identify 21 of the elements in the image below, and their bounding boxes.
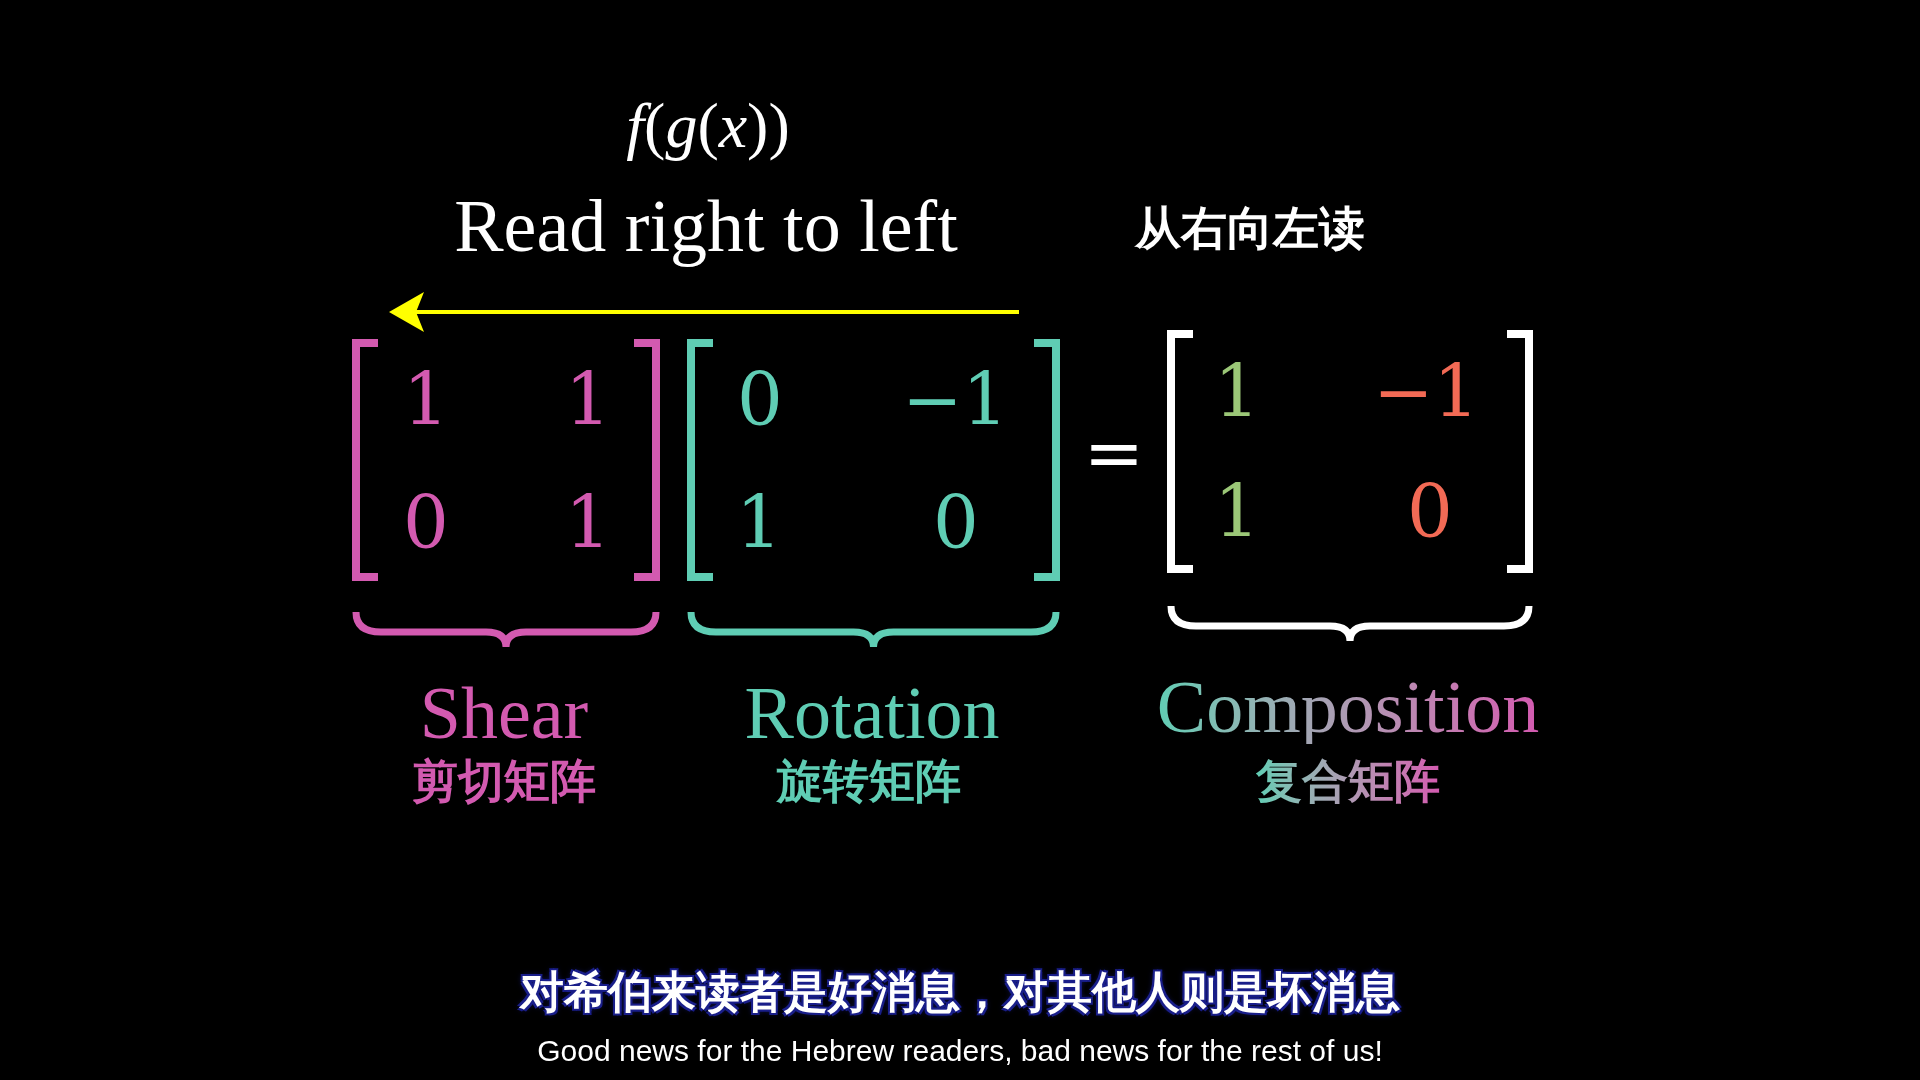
matrix-entry: 1 — [736, 487, 782, 559]
subtitle-text: 对希伯来读者是好消息，对其他人则是坏消息 — [520, 970, 1400, 1014]
matrix-entry: −1 — [901, 364, 1009, 436]
equals-sign: = — [1083, 417, 1145, 489]
matrix-entry: 0 — [737, 364, 783, 436]
subtitle-text: Good news for the Hebrew readers, bad news for the rest of us! — [537, 1036, 1383, 1066]
matrix-label-translation: 剪切矩阵 — [412, 758, 596, 804]
matrix-label: Shear — [419, 676, 589, 750]
matrix-entry: −1 — [1372, 356, 1480, 428]
matrix-entry: 0 — [403, 487, 449, 559]
matrix-label-translation: 复合矩阵 — [1256, 758, 1440, 804]
matrix-entry: 0 — [1407, 476, 1453, 548]
heading-translation: 从右向左读 — [1135, 205, 1365, 251]
matrix-entry: 1 — [1214, 476, 1260, 548]
matrix-entry: 1 — [565, 487, 611, 559]
matrix-entry: 1 — [403, 364, 449, 436]
matrix-entry: 1 — [565, 364, 611, 436]
matrix-entry: 0 — [933, 487, 979, 559]
matrix-label-translation: 旋转矩阵 — [777, 758, 961, 804]
matrix-label: Rotation — [744, 676, 1000, 750]
matrix-entry: 1 — [1214, 356, 1260, 428]
